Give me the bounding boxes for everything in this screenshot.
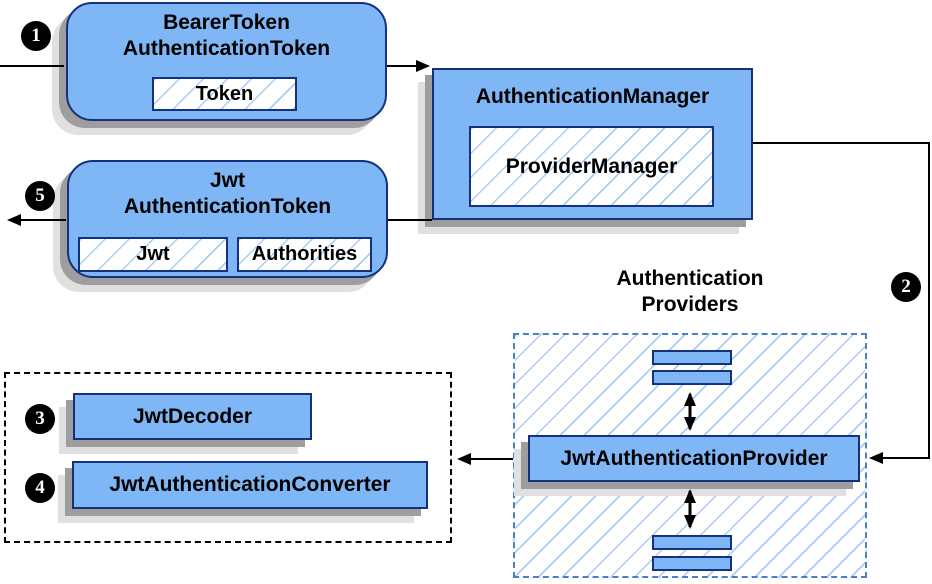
authentication-providers-label: Authentication Providers [513,266,867,318]
jwt-authentication-token-node: Jwt AuthenticationToken Jwt Authorities [67,160,388,278]
authentication-providers-label-line1: Authentication [616,267,764,290]
authentication-manager-title: AuthenticationManager [475,85,710,108]
jwt-token-title-line2: AuthenticationToken [123,195,332,218]
bearer-token-title-line2: AuthenticationToken [122,37,331,60]
provider-placeholder-bar [652,535,732,550]
jwt-authentication-converter-node: JwtAuthenticationConverter [72,461,428,509]
jwt-token-node-title: Jwt AuthenticationToken [69,162,386,220]
jwt-token-title-line1: Jwt [209,169,245,192]
provider-placeholder-bar [652,370,732,385]
step-1-badge: 1 [21,21,51,51]
bearer-token-title-line1: BearerToken [163,11,290,34]
authentication-providers-label-line2: Providers [641,293,739,316]
step-3-badge: 3 [25,404,55,434]
provider-placeholder-bar [652,556,732,571]
jwt-helpers-group [4,372,452,543]
jwt-decoder-node: JwtDecoder [73,393,312,440]
bearer-token-node-title: BearerToken AuthenticationToken [68,4,385,62]
authentication-manager-node: AuthenticationManager ProviderManager [432,68,753,220]
authorities-field: Authorities [237,237,372,272]
step-5-badge: 5 [25,181,55,211]
bearer-token-authentication-token-node: BearerToken AuthenticationToken Token [66,2,387,121]
provider-placeholder-bar [652,350,732,365]
step-2-badge: 2 [891,272,921,302]
jwt-authentication-provider-node: JwtAuthenticationProvider [528,435,860,482]
provider-manager-field: ProviderManager [469,126,714,207]
jwt-field: Jwt [78,237,228,272]
token-field: Token [152,77,297,111]
step-4-badge: 4 [25,473,55,503]
